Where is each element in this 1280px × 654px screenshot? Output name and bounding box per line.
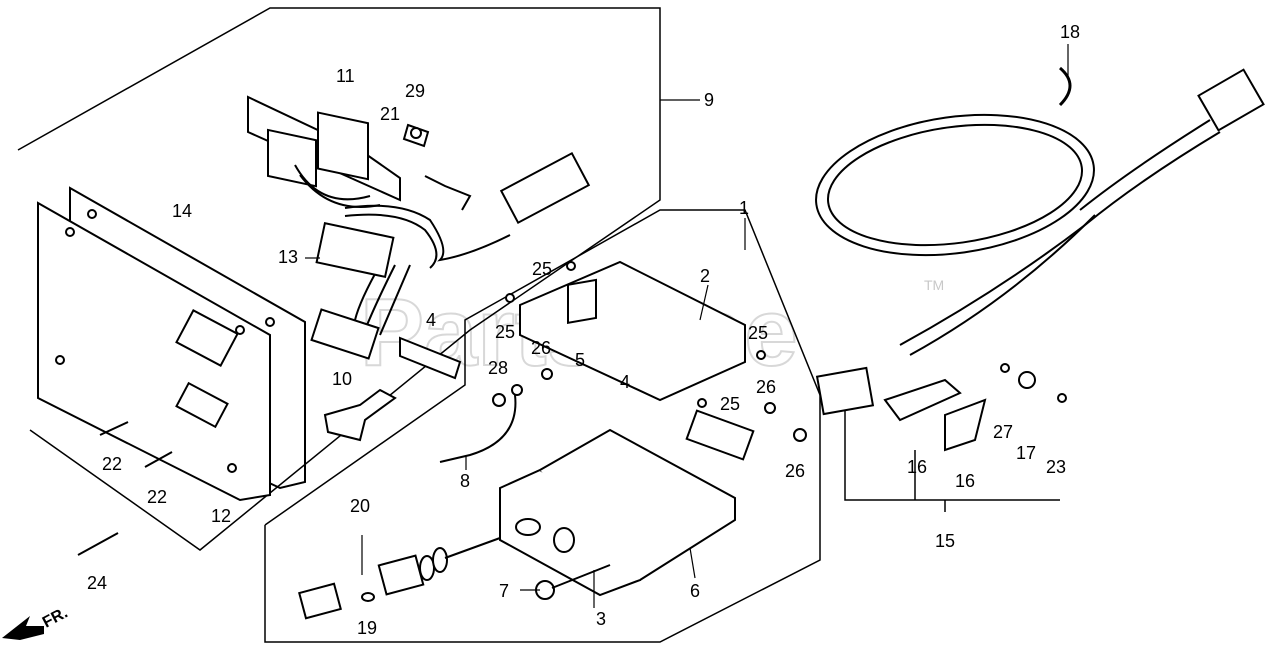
front-direction-arrow: [2, 616, 44, 640]
callout-25d: 25: [720, 394, 740, 414]
callout-10: 10: [332, 369, 352, 389]
callout-29: 29: [405, 81, 425, 101]
group-outline-1: [264, 209, 821, 643]
callout-12: 12: [211, 506, 231, 526]
callout-18: 18: [1060, 22, 1080, 42]
screws-left: [77, 421, 173, 556]
callout-21: 21: [380, 104, 400, 124]
callout-24: 24: [87, 573, 107, 593]
callout-26c: 26: [785, 461, 805, 481]
callout-22a: 22: [102, 454, 122, 474]
cord-parts: [883, 363, 1067, 452]
extension-cord: [815, 66, 1265, 416]
callout-28: 28: [488, 358, 508, 378]
leader-lines: [305, 44, 1069, 608]
control-panel-plate: [37, 186, 306, 502]
callout-16a: 16: [907, 457, 927, 477]
callout-22b: 22: [147, 487, 167, 507]
callout-14: 14: [172, 201, 192, 221]
callout-15: 15: [935, 531, 955, 551]
trademark: TM: [924, 277, 944, 293]
callout-27: 27: [993, 422, 1013, 442]
callout-3: 3: [596, 609, 606, 629]
fasteners: [492, 261, 807, 442]
callout-4a: 4: [426, 310, 436, 330]
bracket-15: [844, 410, 1060, 501]
callout-1: 1: [739, 198, 749, 218]
callout-23: 23: [1046, 457, 1066, 477]
callout-26a: 26: [531, 338, 551, 358]
callout-25a: 25: [532, 259, 552, 279]
ground-wire: [439, 394, 517, 463]
switch-parts: [298, 537, 501, 620]
callout-9: 9: [704, 90, 714, 110]
wire-harness: [310, 151, 591, 360]
callout-26b: 26: [756, 377, 776, 397]
callout-7: 7: [499, 581, 509, 601]
callout-13: 13: [278, 247, 298, 267]
callout-4b: 4: [620, 372, 630, 392]
callout-5: 5: [575, 350, 585, 370]
callout-25c: 25: [748, 323, 768, 343]
callout-25b: 25: [495, 322, 515, 342]
callout-17: 17: [1016, 443, 1036, 463]
callout-6: 6: [690, 581, 700, 601]
callout-8: 8: [460, 471, 470, 491]
front-direction-label: FR.: [40, 604, 71, 631]
callout-11: 11: [336, 66, 355, 86]
callout-19: 19: [357, 618, 377, 638]
callout-2: 2: [700, 266, 710, 286]
callout-16b: 16: [955, 471, 975, 491]
group-outline-9: [17, 7, 661, 551]
control-box: [499, 260, 755, 600]
relay-assembly: [247, 95, 401, 208]
callout-20: 20: [350, 496, 370, 516]
bracket-clip-parts: [323, 123, 462, 442]
callout-numbers: 1 2 3 4 4 5 6 7 8 9 10 11 12 13 14 15 16…: [87, 22, 1080, 638]
